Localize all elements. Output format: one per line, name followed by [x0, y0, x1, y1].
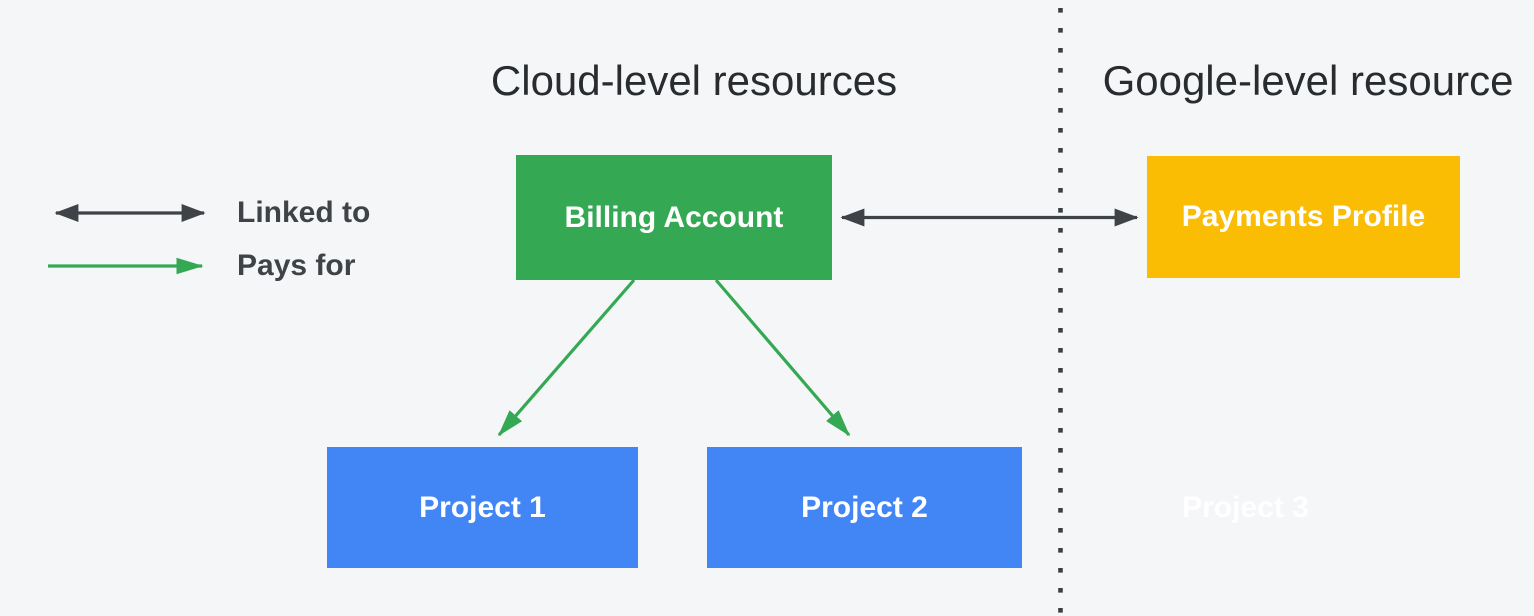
payments-profile-label: Payments Profile	[1181, 200, 1426, 233]
project-1-label: Project 1	[419, 490, 546, 524]
payments-profile-node: Payments Profile	[1147, 156, 1460, 278]
project-2-label: Project 2	[801, 490, 928, 524]
cloud-level-resources-header: Cloud-level resources	[490, 57, 898, 104]
project-2-node: Project 2	[707, 447, 1022, 568]
project-1-node: Project 1	[327, 447, 638, 568]
legend-linked-to-label: Linked to	[237, 196, 371, 229]
edge-billing-pays-for-project-2	[714, 278, 851, 437]
billing-account-node: Billing Account	[516, 155, 832, 280]
legend-pays-for-label: Pays for	[237, 249, 356, 282]
google-level-resource-header: Google-level resource	[1102, 57, 1514, 104]
edge-billing-pays-for-project-1	[497, 278, 636, 437]
project-3-label: Project 3	[1182, 490, 1309, 524]
project-3-node: Project 3	[1089, 447, 1402, 568]
billing-account-label: Billing Account	[564, 200, 784, 234]
